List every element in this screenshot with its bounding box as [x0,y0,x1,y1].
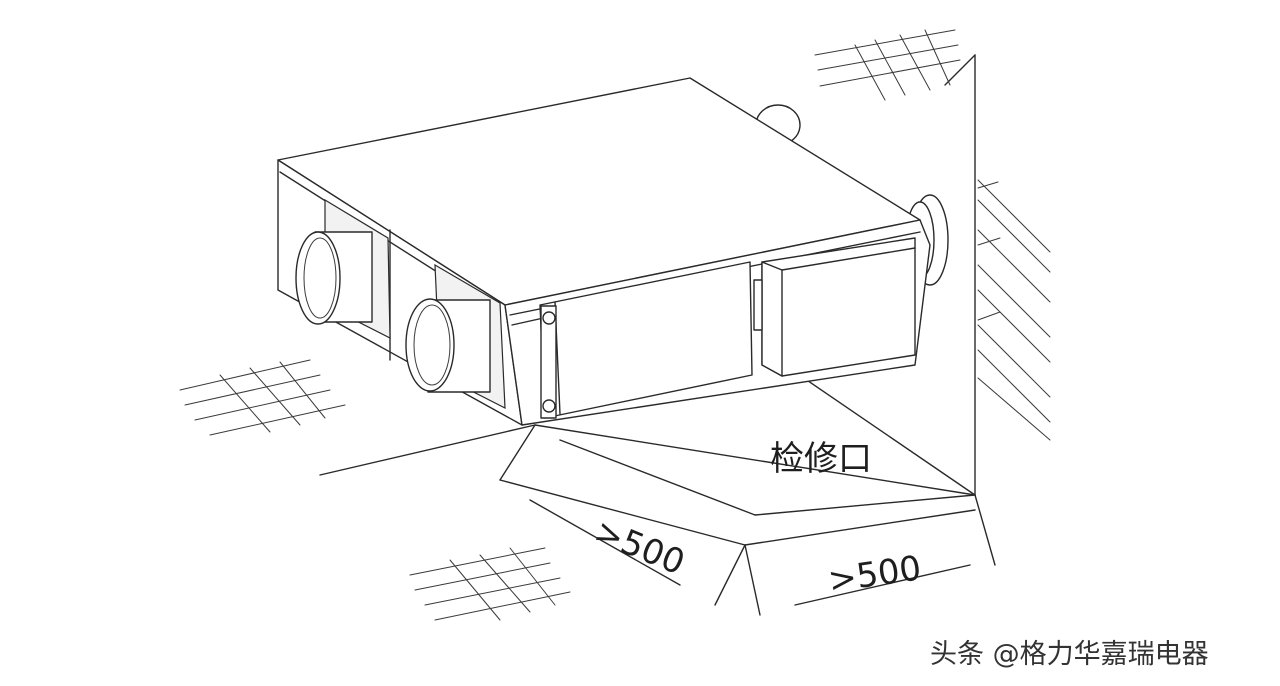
ceiling-hatch-top-right [814,29,961,101]
ventilation-unit [277,77,931,426]
clearance-zone [319,371,976,616]
inspection-panel [539,261,753,419]
source-watermark: 头条 @格力华嘉瑞电器 [930,639,1209,670]
wall [944,54,1051,566]
wall-hatching [977,179,1051,441]
exhaust-duct [405,298,491,393]
supply-duct [295,231,373,325]
clearance-label-right: >500 [826,548,924,601]
clearance-label-left: >500 [589,511,691,583]
electrical-box [753,237,916,377]
access-port-label: 检修口 [770,439,872,479]
ceiling-hatch-bottom [409,547,571,621]
ceiling-hatch-left [179,359,346,436]
